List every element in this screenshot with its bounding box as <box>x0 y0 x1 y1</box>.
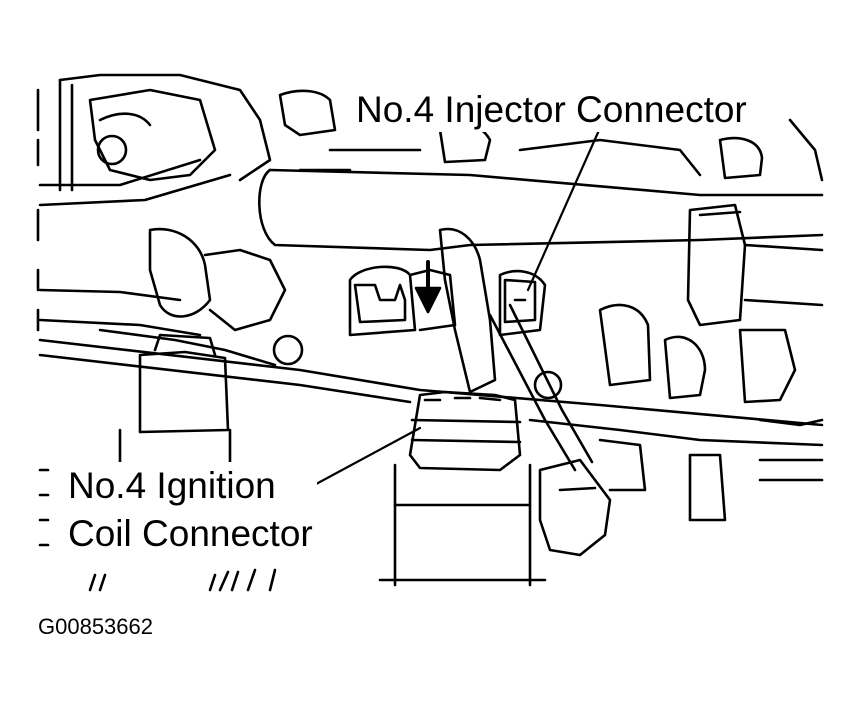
ignition-coil-label-line-2: Coil Connector <box>68 513 313 554</box>
left-hose-assembly <box>40 229 302 365</box>
figure-code: G00853662 <box>38 614 153 639</box>
wire-harness <box>440 229 610 555</box>
injector-assembly <box>350 267 545 335</box>
fuel-delivery-pipe <box>259 170 822 325</box>
arrow-down-icon <box>416 262 440 312</box>
injector-connector-label: No.4 Injector Connector <box>352 88 751 132</box>
cylinder-head-edge <box>40 305 822 520</box>
injector-connector-leader <box>528 128 600 290</box>
callout-leader-lines <box>305 128 600 490</box>
ignition-coil <box>380 392 545 585</box>
ignition-coil-label-line-1: No.4 Ignition <box>68 465 276 506</box>
engine-block-background <box>40 75 822 205</box>
frame-edge-ticks <box>38 90 275 590</box>
coil-connector-leader <box>305 428 420 490</box>
ignition-coil-connector-label: No.4 Ignition Coil Connector <box>64 462 317 558</box>
